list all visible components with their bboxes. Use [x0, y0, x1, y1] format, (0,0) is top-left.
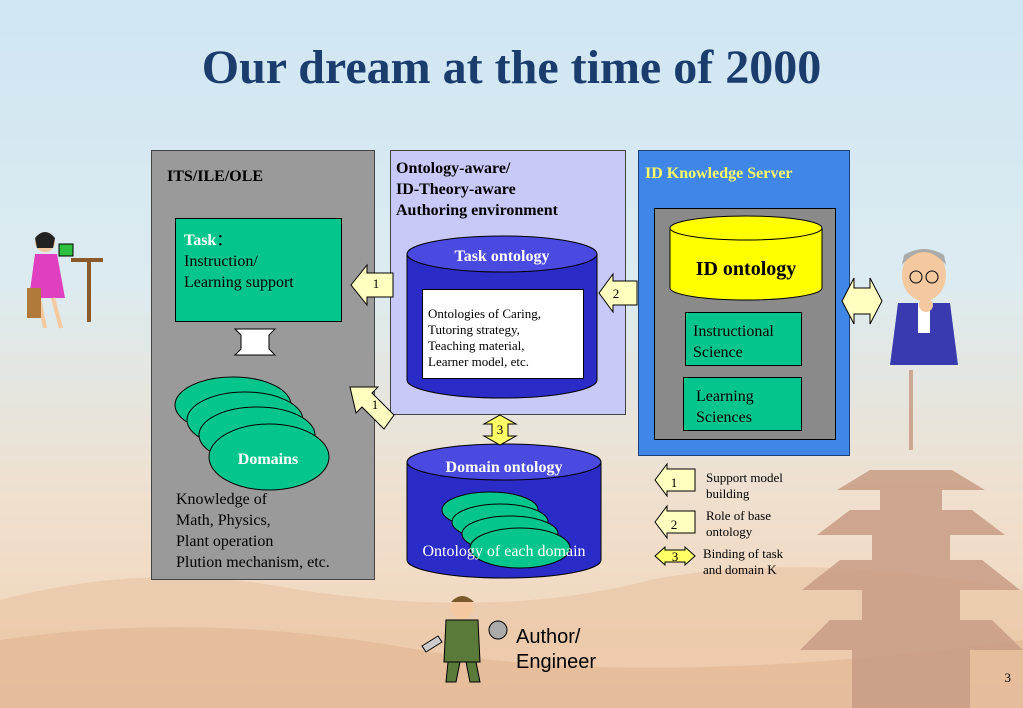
id-ontology-label: ID ontology: [695, 258, 797, 280]
legend-3-line: and domain K: [703, 562, 777, 577]
double-arrow-vertical-icon: [233, 328, 277, 356]
domains-stack: [174, 376, 330, 491]
knowledge-line: Knowledge of: [176, 491, 268, 508]
authoring-header: Ontology-aware/ ID-Theory-aware Authorin…: [396, 158, 558, 221]
task-line2: Learning support: [184, 274, 294, 291]
domain-ontology-label: Domain ontology: [445, 459, 563, 476]
pagoda-silhouette: [800, 370, 1023, 708]
task-label: Task: [184, 232, 217, 249]
task-box: [175, 218, 342, 322]
ontologies-box: Ontologies of Caring, Tutoring strategy,…: [422, 289, 584, 379]
authoring-header-line: Authoring environment: [396, 202, 558, 219]
task-line1: Instruction/: [184, 253, 258, 270]
double-arrow-horizontal-icon: [841, 277, 883, 325]
learning-line: Sciences: [696, 409, 752, 426]
knowledge-line: Math, Physics,: [176, 512, 271, 529]
instructional-line: Science: [693, 344, 743, 361]
legend-2-line: Role of base: [706, 508, 771, 523]
author-line: Author/: [516, 626, 581, 648]
instructional-line: Instructional: [693, 323, 774, 340]
arrow-1-number: 1: [372, 276, 380, 291]
legend-arrow-2-icon: [654, 504, 696, 540]
legend-3-number: 3: [671, 549, 679, 564]
knowledge-line: Plant operation: [176, 533, 274, 550]
domain-ontology-cylinder: [406, 443, 602, 579]
learning-line: Learning: [696, 388, 754, 405]
legend-2-text: Role of base ontology: [706, 508, 771, 540]
id-ontology-cylinder: [669, 215, 823, 301]
legend-3-line: Binding of task: [703, 546, 784, 561]
authoring-header-line: ID-Theory-aware: [396, 181, 516, 198]
task-ontology-label: Task ontology: [454, 248, 550, 265]
ontologies-line: Teaching material,: [428, 338, 525, 353]
author-line: Engineer: [516, 651, 597, 673]
legend-1-number: 1: [670, 475, 678, 490]
knowledge-text: Knowledge of Math, Physics, Plant operat…: [176, 489, 330, 573]
arrow-2-number: 2: [612, 286, 620, 301]
engineer-icon: [421, 596, 508, 683]
arrow-1-diagonal-icon: [349, 386, 395, 430]
task-box-text: Task： Instruction/ Learning support: [184, 230, 294, 293]
legend-arrow-1-icon: [654, 462, 696, 498]
domains-label: Domains: [237, 451, 299, 468]
legend-3-text: Binding of task and domain K: [703, 546, 783, 578]
legend-1-text: Support model building: [706, 470, 783, 502]
task-colon: ：: [216, 232, 233, 249]
author-engineer-label: Author/ Engineer: [516, 625, 596, 675]
arrow-1b-number: 1: [371, 397, 379, 412]
learning-sciences-box: Learning Sciences: [683, 377, 802, 431]
legend-arrow-3-icon: [654, 545, 696, 567]
authoring-header-line: Ontology-aware/: [396, 160, 511, 177]
arrow-2-left-icon: [598, 272, 638, 314]
ontologies-line: Tutoring strategy,: [428, 322, 520, 337]
arrow-3-number: 3: [496, 422, 504, 437]
ontologies-line: Ontologies of Caring,: [428, 306, 542, 321]
professor-icon: [890, 249, 958, 365]
ontologies-line: Learner model, etc.: [428, 354, 530, 369]
its-ile-ole-header: ITS/ILE/OLE: [167, 168, 264, 185]
legend-2-line: ontology: [706, 524, 753, 539]
knowledge-line: Plution mechanism, etc.: [176, 554, 330, 571]
legend-1-line: building: [706, 486, 750, 501]
arrow-1-left-icon: [350, 263, 394, 307]
slide-title: Our dream at the time of 2000: [201, 41, 822, 94]
domain-ontology-caption: Ontology of each domain: [422, 543, 586, 560]
legend-2-number: 2: [670, 517, 678, 532]
learner-girl-icon: [27, 232, 103, 329]
page-number: 3: [1004, 670, 1012, 685]
arrow-3-vertical-icon: [482, 414, 518, 446]
id-server-header: ID Knowledge Server: [645, 165, 793, 182]
instructional-science-box: Instructional Science: [685, 312, 802, 366]
legend-1-line: Support model: [706, 470, 783, 485]
